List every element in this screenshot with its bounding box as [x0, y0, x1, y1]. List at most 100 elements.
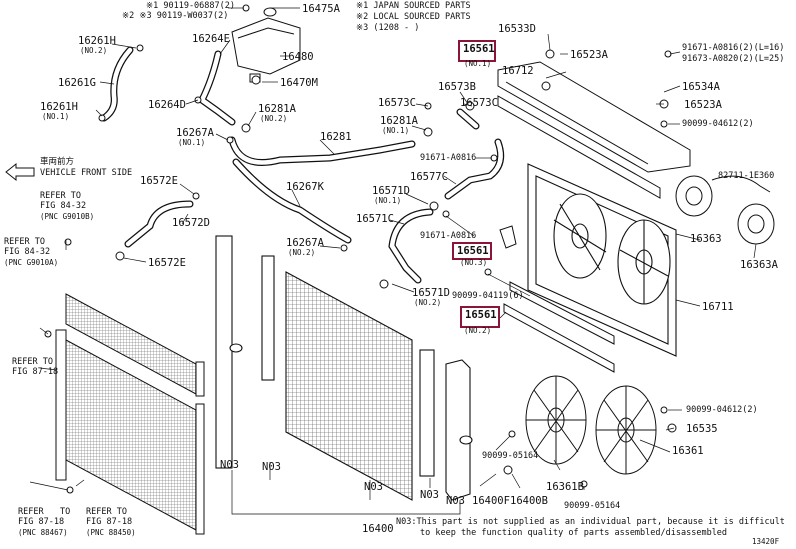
part-16267a-no1-sub: (NO.1) — [178, 138, 206, 147]
part-90119-06887[interactable]: ※1 90119-06887(2) — [146, 1, 236, 11]
part-16571d-no2[interactable]: 16571D — [412, 287, 450, 299]
part-90099-05164-right[interactable]: 90099-05164 — [564, 501, 621, 511]
ref3-b[interactable]: FIG 87-18 — [12, 367, 59, 377]
part-16261h-no2[interactable]: 16261H — [78, 35, 116, 47]
leader-lines — [29, 7, 757, 515]
part-16561-no3[interactable]: 16561 — [457, 245, 489, 257]
highlight-16561-no3[interactable]: 16561 — [452, 242, 492, 260]
front-arrow-icon — [5, 162, 35, 182]
ref2-c[interactable]: (PNC G9010A) — [4, 258, 59, 267]
figure-id: 13420F — [752, 537, 780, 546]
part-91671-a0816-lower[interactable]: 91671-A0816 — [420, 231, 477, 241]
part-16261h-no1-sub: (NO.1) — [42, 112, 70, 121]
part-16267k[interactable]: 16267K — [286, 181, 324, 193]
radiator — [285, 271, 413, 501]
part-16572d[interactable]: 16572D — [172, 217, 210, 229]
part-91671-a0816-right[interactable]: 91671-A0816(2)(L=16) — [682, 43, 785, 53]
fan-motors — [675, 175, 775, 245]
part-16363[interactable]: 16363 — [690, 233, 722, 245]
part-16577c[interactable]: 16577C — [410, 171, 448, 183]
legend-local: ※2 LOCAL SOURCED PARTS — [356, 12, 471, 22]
part-16361b[interactable]: 16361B — [546, 481, 584, 493]
ref2-b[interactable]: FIG 84-32 — [4, 247, 51, 257]
part-16363a[interactable]: 16363A — [740, 259, 778, 271]
part-16261g[interactable]: 16261G — [58, 77, 96, 89]
part-16261h-no1[interactable]: 16261H — [40, 101, 78, 113]
part-n03-1: N03 — [220, 459, 239, 471]
highlight-16561-no1[interactable]: 16561 — [458, 40, 496, 62]
part-16561-no1[interactable]: 16561 — [463, 43, 495, 55]
part-16261h-no2-sub: (NO.2) — [80, 46, 108, 55]
part-16400b[interactable]: 16400B — [510, 495, 548, 507]
ref5-a[interactable]: REFER TO — [86, 507, 127, 517]
part-16561-no3-sub: (NO.3) — [460, 258, 488, 267]
part-90099-05164-left[interactable]: 90099-05164 — [482, 451, 539, 461]
part-16475a[interactable]: 16475A — [302, 3, 340, 15]
footnote-line2: to keep the function quality of parts as… — [420, 528, 728, 538]
part-16523a-top[interactable]: 16523A — [570, 49, 608, 61]
radiator-support-bar — [497, 61, 691, 199]
part-16572e-bottom[interactable]: 16572E — [148, 257, 186, 269]
part-16711[interactable]: 16711 — [702, 301, 734, 313]
seal-strips — [499, 225, 615, 373]
part-90119-w0037[interactable]: ※2 ※3 90119-W0037(2) — [122, 11, 229, 21]
part-91673-a0820[interactable]: 91673-A0820(2)(L=25) — [682, 54, 785, 64]
part-16267a-no2[interactable]: 16267A — [286, 237, 324, 249]
part-16561-no2[interactable]: 16561 — [465, 309, 497, 321]
ref4-c[interactable]: FIG 87-18 — [18, 517, 65, 527]
reservoir-tank — [231, 7, 301, 83]
ref1-c[interactable]: (PNC G9010B) — [40, 212, 95, 221]
part-16572e-top[interactable]: 16572E — [140, 175, 178, 187]
ref4-a[interactable]: REFER — [18, 507, 44, 517]
ref4-b[interactable]: TO — [60, 507, 71, 517]
part-16264d[interactable]: 16264D — [148, 99, 186, 111]
part-91671-a0816-upper[interactable]: 91671-A0816 — [420, 153, 477, 163]
part-16267a-no2-sub: (NO.2) — [288, 248, 316, 257]
ref3-a[interactable]: REFER TO — [12, 357, 53, 367]
part-16573c-left[interactable]: 16573C — [378, 97, 416, 109]
part-n03-3: N03 — [364, 481, 383, 493]
part-16267a-no1[interactable]: 16267A — [176, 127, 214, 139]
ref1-a[interactable]: REFER TO — [40, 191, 81, 201]
part-n03-4: N03 — [420, 489, 439, 501]
part-16480[interactable]: 16480 — [282, 51, 314, 63]
part-16535[interactable]: 16535 — [686, 423, 718, 435]
part-90099-04612-top[interactable]: 90099-04612(2) — [682, 119, 754, 129]
highlight-16561-no2[interactable]: 16561 — [460, 306, 500, 328]
ref4-d[interactable]: (PNC 88467) — [18, 528, 68, 537]
part-16573c-right[interactable]: 16573C — [460, 97, 498, 109]
part-16400[interactable]: 16400 — [362, 523, 394, 535]
legend-date: ※3 (1208 - ) — [356, 23, 420, 33]
part-16281a-no1[interactable]: 16281A — [380, 115, 418, 127]
condenser — [65, 293, 197, 531]
front-cn: 車両前方 — [40, 157, 75, 167]
part-82711-1e360[interactable]: 82711-1E360 — [718, 171, 775, 181]
part-16400f[interactable]: 16400F — [472, 495, 510, 507]
part-16281a-no1-sub: (NO.1) — [382, 126, 410, 135]
ref2-a[interactable]: REFER TO — [4, 237, 45, 247]
fan-blades — [525, 375, 657, 475]
part-16534a[interactable]: 16534A — [682, 81, 720, 93]
part-16523a-mid[interactable]: 16523A — [684, 99, 722, 111]
part-16361[interactable]: 16361 — [672, 445, 704, 457]
fan-shroud — [527, 163, 677, 357]
part-n03-5: N03 — [446, 495, 465, 507]
part-16571c[interactable]: 16571C — [356, 213, 394, 225]
part-90099-04612-bottom[interactable]: 90099-04612(2) — [686, 405, 758, 415]
part-90099-04119[interactable]: 90099-04119(6) — [452, 291, 524, 301]
part-16281[interactable]: 16281 — [320, 131, 352, 143]
part-16281a-no2[interactable]: 16281A — [258, 103, 296, 115]
ref1-b[interactable]: FIG 84-32 — [40, 201, 87, 211]
part-16470m[interactable]: 16470M — [280, 77, 318, 89]
part-16712[interactable]: 16712 — [502, 65, 534, 77]
part-16571d-no2-sub: (NO.2) — [414, 298, 442, 307]
legend-japan: ※1 JAPAN SOURCED PARTS — [356, 1, 471, 11]
ref5-b[interactable]: FIG 87-18 — [86, 517, 133, 527]
part-16264e[interactable]: 16264E — [192, 33, 230, 45]
part-16571d-no1[interactable]: 16571D — [372, 185, 410, 197]
part-16533d[interactable]: 16533D — [498, 23, 536, 35]
part-16573b[interactable]: 16573B — [438, 81, 476, 93]
ref5-c[interactable]: (PNC 88450) — [86, 528, 136, 537]
